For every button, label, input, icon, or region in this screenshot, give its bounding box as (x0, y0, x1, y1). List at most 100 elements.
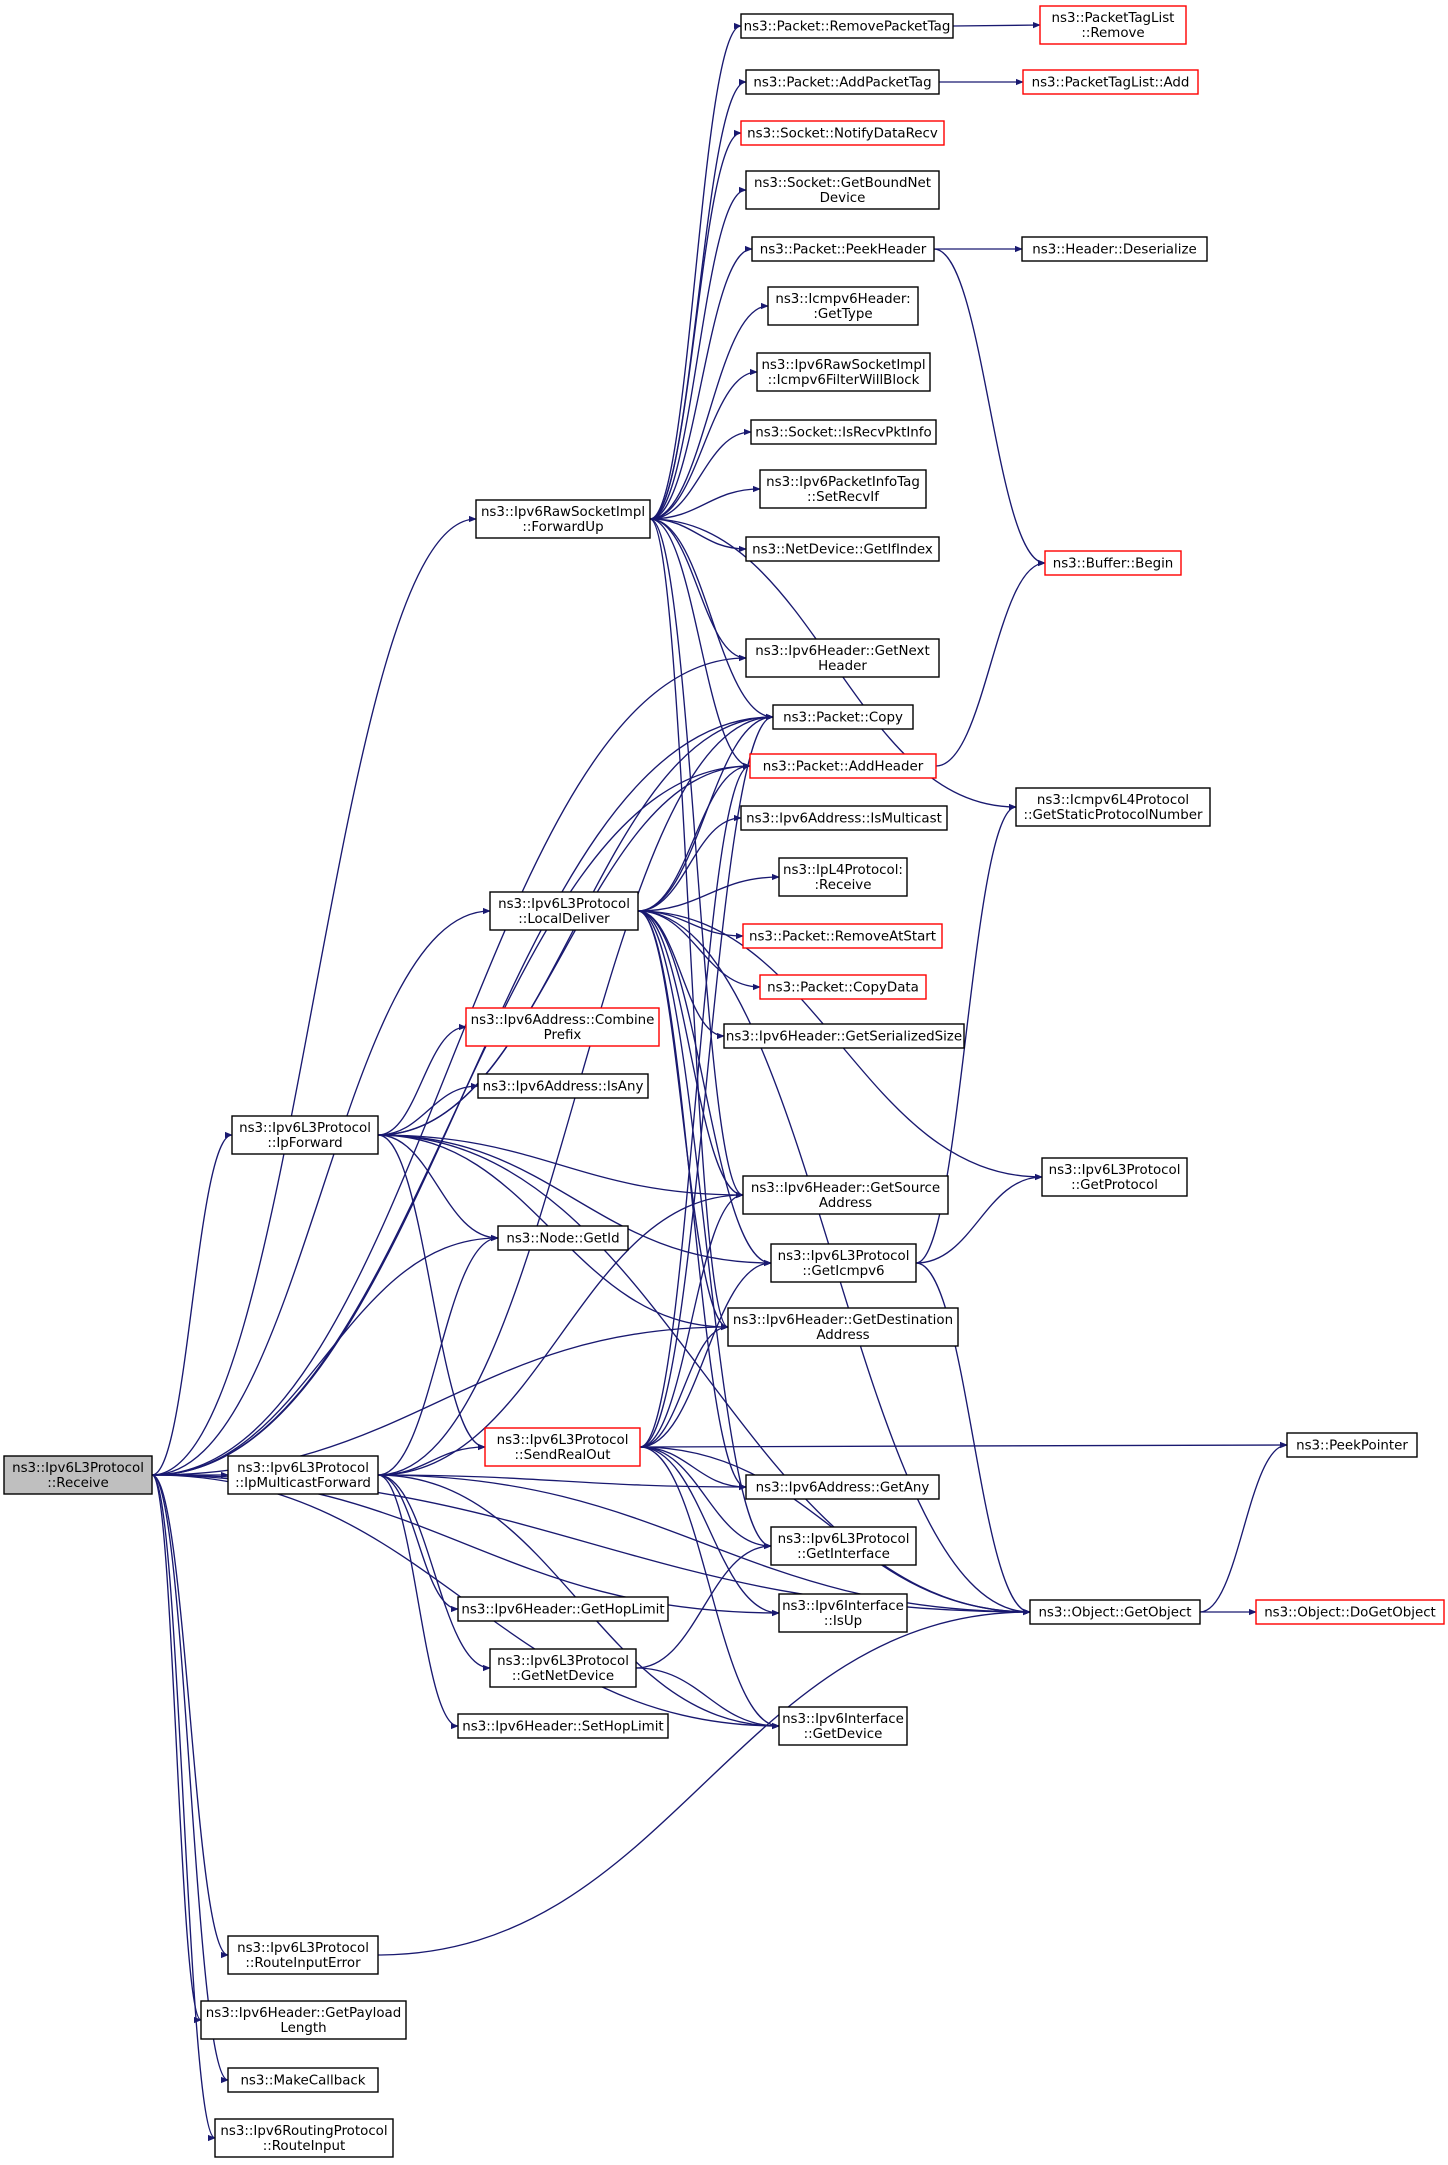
node-bufferbegin[interactable]: ns3::Buffer::Begin (1044, 550, 1182, 576)
node-copy[interactable]: ns3::Packet::Copy (772, 704, 914, 730)
node-label: ::Receive (47, 1476, 108, 1491)
node-makecallback[interactable]: ns3::MakeCallback (227, 2067, 379, 2093)
node-label: ::RouteInputError (245, 1956, 361, 1971)
node-box (745, 1474, 940, 1500)
node-routeinput[interactable]: ns3::Ipv6RoutingProtocol::RouteInput (214, 2118, 394, 2158)
node-getdevice[interactable]: ns3::Ipv6Interface::GetDevice (778, 1706, 908, 1746)
node-box (778, 857, 908, 897)
node-removeatstart[interactable]: ns3::Packet::RemoveAtStart (742, 923, 943, 949)
node-notifydatarecv[interactable]: ns3::Socket::NotifyDataRecv (740, 120, 945, 146)
node-label: ns3::Ipv6L3Protocol (237, 1941, 369, 1956)
node-localdeliver[interactable]: ns3::Ipv6L3Protocol::LocalDeliver (489, 891, 639, 931)
node-ipforward[interactable]: ns3::Ipv6L3Protocol::IpForward (231, 1115, 379, 1155)
edge-ipmulticastforward-to-getany (377, 1474, 747, 1491)
node-isup[interactable]: ns3::Ipv6Interface::IsUp (778, 1593, 908, 1633)
edge-getobject-to-peekpointer (1199, 1441, 1288, 1613)
node-isany[interactable]: ns3::Ipv6Address::IsAny (477, 1073, 649, 1099)
edge-forwardup-to-filterwillblock (649, 368, 758, 520)
edge-receive-to-getpayloadlength (151, 1474, 202, 2024)
node-label: ns3::Packet::Copy (783, 711, 903, 726)
edge-ipforward-to-getsourceaddress (377, 1134, 744, 1199)
edge-geticmpv6-to-getobject (915, 1262, 1031, 1616)
node-isrecvpktinfo[interactable]: ns3::Socket::IsRecvPktInfo (750, 419, 937, 445)
node-removepackettag[interactable]: ns3::Packet::RemovePacketTag (740, 13, 954, 39)
node-routeinputerror[interactable]: ns3::Ipv6L3Protocol::RouteInputError (227, 1935, 379, 1975)
edge-sendrealout-to-getdevice (639, 1446, 780, 1730)
node-ismulticast[interactable]: ns3::Ipv6Address::IsMulticast (740, 805, 948, 831)
edge (151, 1474, 216, 2142)
edge-sendrealout-to-geticmpv6 (639, 1259, 772, 1448)
node-filterwillblock[interactable]: ns3::Ipv6RawSocketImpl::Icmpv6FilterWill… (756, 352, 931, 392)
node-getnetdevice[interactable]: ns3::Ipv6L3Protocol::GetNetDevice (489, 1648, 637, 1688)
node-copydata[interactable]: ns3::Packet::CopyData (759, 974, 927, 1000)
node-getifindex[interactable]: ns3::NetDevice::GetIfIndex (745, 536, 940, 562)
node-getany[interactable]: ns3::Ipv6Address::GetAny (745, 1474, 940, 1500)
edge-localdeliver-to-getinterface (637, 910, 772, 1550)
node-ipmulticastforward[interactable]: ns3::Ipv6L3Protocol::IpMulticastForward (227, 1455, 379, 1495)
node-dogetobject[interactable]: ns3::Object::DoGetObject (1255, 1599, 1445, 1625)
node-label: Address (816, 1328, 869, 1343)
edge (637, 910, 761, 991)
edge-forwardup-to-peekheader (649, 245, 753, 520)
node-box (745, 638, 940, 678)
edge-sendrealout-to-getsourceaddress (639, 1191, 744, 1448)
edge (377, 1134, 772, 1267)
node-label: ns3::Icmpv6L4Protocol (1037, 793, 1189, 808)
node-icmpgettype[interactable]: ns3::Icmpv6Header::GetType (767, 286, 919, 326)
node-sethoplimit[interactable]: ns3::Ipv6Header::SetHopLimit (457, 1713, 669, 1739)
edge (377, 1608, 1031, 1956)
node-deserialize[interactable]: ns3::Header::Deserialize (1021, 236, 1208, 262)
node-label: ns3::Icmpv6Header: (775, 292, 910, 307)
node-sendrealout[interactable]: ns3::Ipv6L3Protocol::SendRealOut (484, 1427, 641, 1467)
node-label: ns3::Ipv6L3Protocol (497, 1654, 629, 1669)
node-label: Header (818, 659, 867, 674)
node-peekpointer[interactable]: ns3::PeekPointer (1286, 1432, 1418, 1458)
node-gethoplimit[interactable]: ns3::Ipv6Header::GetHopLimit (457, 1596, 669, 1622)
node-getobject[interactable]: ns3::Object::GetObject (1029, 1599, 1201, 1625)
edge-forwardup-to-isrecvpktinfo (649, 428, 752, 520)
edge (639, 1446, 772, 1550)
edge-ipforward-to-nodegetid (377, 1134, 499, 1242)
node-getprotocol[interactable]: ns3::Ipv6L3Protocol::GetProtocol (1041, 1157, 1188, 1197)
node-getstaticprotocolnumber[interactable]: ns3::Icmpv6L4Protocol::GetStaticProtocol… (1015, 787, 1211, 827)
node-label: ns3::Ipv6L3Protocol (778, 1249, 910, 1264)
node-box (742, 1175, 949, 1215)
node-getinterface[interactable]: ns3::Ipv6L3Protocol::GetInterface (770, 1526, 917, 1566)
edge-ipforward-to-sendrealout (377, 1134, 486, 1451)
node-receive[interactable]: ns3::Ipv6L3Protocol::Receive (3, 1455, 153, 1495)
edge (639, 1191, 744, 1448)
node-setrecvif[interactable]: ns3::Ipv6PacketInfoTag::SetRecvIf (759, 469, 927, 509)
node-tagremove[interactable]: ns3::PacketTagList::Remove (1039, 5, 1187, 45)
edge (151, 1474, 229, 2084)
node-label: ns3::Object::GetObject (1038, 1606, 1191, 1621)
edge-localdeliver-to-iplreceive (637, 873, 780, 912)
edge (639, 1446, 780, 1617)
node-getserializedsize[interactable]: ns3::Ipv6Header::GetSerializedSize (723, 1023, 965, 1049)
node-label: ns3::Object::DoGetObject (1264, 1606, 1436, 1621)
node-addheader[interactable]: ns3::Packet::AddHeader (749, 753, 937, 779)
node-label: ns3::Ipv6Address::IsMulticast (746, 812, 942, 827)
edge (151, 1131, 233, 1476)
edge (637, 910, 772, 1550)
node-nodegetid[interactable]: ns3::Node::GetId (497, 1225, 629, 1251)
edge (639, 1259, 772, 1448)
node-iplreceive[interactable]: ns3::IpL4Protocol::Receive (778, 857, 908, 897)
node-geticmpv6[interactable]: ns3::Ipv6L3Protocol::GetIcmpv6 (770, 1243, 917, 1283)
node-box (1286, 1432, 1418, 1458)
edge (377, 1474, 459, 1613)
node-peekheader[interactable]: ns3::Packet::PeekHeader (751, 236, 935, 262)
node-forwardup[interactable]: ns3::Ipv6RawSocketImpl::ForwardUp (475, 499, 651, 539)
node-box (214, 2118, 394, 2158)
edge-geticmpv6-to-getprotocol (915, 1173, 1043, 1264)
node-label: ns3::Ipv6Interface (782, 1712, 904, 1727)
edge (637, 910, 772, 1267)
node-tagadd[interactable]: ns3::PacketTagList::Add (1022, 69, 1199, 95)
node-addpackettag[interactable]: ns3::Packet::AddPacketTag (745, 69, 940, 95)
